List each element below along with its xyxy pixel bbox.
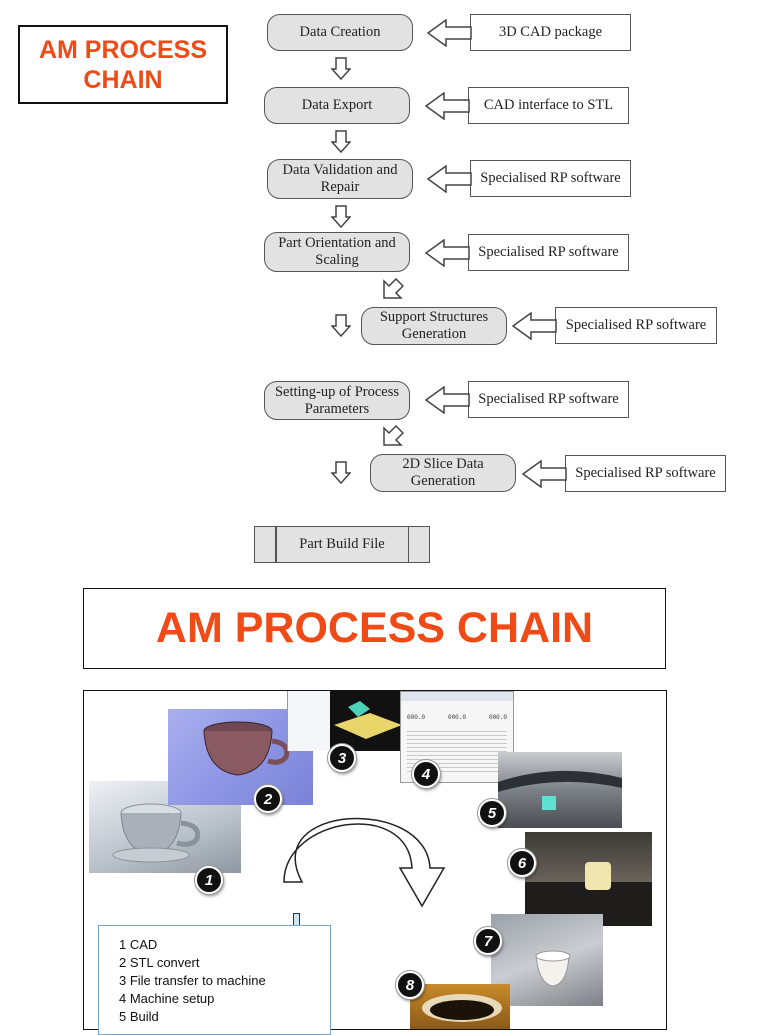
build-machine-image <box>498 752 622 828</box>
left-arrow-icon <box>424 386 470 414</box>
down-arrow-icon <box>331 205 351 229</box>
left-arrow-icon <box>521 460 567 488</box>
flow-node-label: Setting-up of Process Parameters <box>274 383 400 417</box>
flow-node-data-creation: Data Creation <box>267 14 413 51</box>
screen-viewport <box>330 691 403 751</box>
flow-node-part-orientation: Part Orientation and Scaling <box>264 232 410 272</box>
flow-node-data-export: Data Export <box>264 87 410 124</box>
flow-source-rp-software: Specialised RP software <box>470 160 631 197</box>
flow-source-label: Specialised RP software <box>565 317 707 333</box>
diagonal-arrow-icon <box>383 424 404 446</box>
flow-node-label: Part Orientation and Scaling <box>278 235 396 268</box>
flow-node-label: Support Structures Generation <box>379 309 489 342</box>
flow-node-label: Data Export <box>301 97 373 113</box>
flow-source-rp-software: Specialised RP software <box>565 455 726 492</box>
step-badge-8: 8 <box>396 971 424 999</box>
flow-source-rp-software: Specialised RP software <box>555 307 717 344</box>
down-arrow-icon <box>331 57 351 81</box>
step-badge-7: 7 <box>474 927 502 955</box>
legend-textbox[interactable]: 1 CAD 2 STL convert 3 File transfer to m… <box>98 925 331 1035</box>
toolbar <box>401 692 513 701</box>
legend-item: 3 File transfer to machine <box>119 973 266 988</box>
process-curved-arrow-icon <box>283 817 446 908</box>
flow-node-slice-data: 2D Slice Data Generation <box>370 454 516 492</box>
title-small-line-2: CHAIN <box>83 65 163 94</box>
stl-cup-image <box>168 709 313 805</box>
flow-source-label: 3D CAD package <box>498 24 603 40</box>
title-small-line-1: AM PROCESS <box>38 35 208 64</box>
flow-source-label: Specialised RP software <box>478 244 619 260</box>
coffee-cup-image <box>410 984 510 1029</box>
flow-node-support-structures: Support Structures Generation <box>361 307 507 345</box>
cup-icon <box>112 803 201 863</box>
plate-icon <box>334 701 402 739</box>
flow-source-label: Specialised RP software <box>478 391 619 407</box>
down-arrow-icon <box>331 130 351 154</box>
step-badge-4: 4 <box>412 760 440 788</box>
mesh-cup-icon <box>203 721 290 776</box>
flow-node-label: 2D Slice Data Generation <box>402 456 484 489</box>
flow-source-rp-software: Specialised RP software <box>468 234 629 271</box>
file-transfer-screen-image <box>287 691 403 751</box>
cup-icon <box>535 950 571 987</box>
title-box-small: AM PROCESS CHAIN <box>18 25 228 104</box>
legend-item: 2 STL convert <box>119 955 200 970</box>
step-badge-5: 5 <box>478 799 506 827</box>
flow-node-part-build-file: Part Build File <box>254 526 430 563</box>
flow-node-label: Part Build File <box>299 536 385 552</box>
flow-source-label: CAD interface to STL <box>483 97 614 113</box>
legend-item: 1 CAD <box>119 937 158 952</box>
flow-source-cad-package: 3D CAD package <box>470 14 631 51</box>
settings-row: 000.0 000.0 000.0 <box>407 714 507 721</box>
part-on-platform-image <box>525 832 652 926</box>
title-box-large: AM PROCESS CHAIN <box>83 588 666 669</box>
cleaned-cup-image <box>491 914 603 1006</box>
flow-source-label: Specialised RP software <box>480 170 621 186</box>
platform-icon <box>525 862 652 926</box>
left-arrow-icon <box>426 19 472 47</box>
title-large: AM PROCESS CHAIN <box>155 604 594 652</box>
flow-node-process-parameters: Setting-up of Process Parameters <box>264 381 410 420</box>
coffee-cup-icon <box>422 994 502 1022</box>
down-arrow-icon <box>331 314 351 338</box>
down-arrow-icon <box>331 461 351 485</box>
flow-node-label: Data Validation and Repair <box>282 162 398 195</box>
step-badge-6: 6 <box>508 849 536 877</box>
flow-source-label: Specialised RP software <box>575 465 716 481</box>
setting-value: 000.0 <box>407 714 426 721</box>
left-arrow-icon <box>511 312 557 340</box>
step-badge-2: 2 <box>254 785 282 813</box>
build-chamber-icon <box>498 770 622 810</box>
flow-node-data-validation: Data Validation and Repair <box>267 159 413 199</box>
legend-item: 4 Machine setup <box>119 991 215 1006</box>
diagonal-arrow-icon <box>383 277 404 299</box>
flow-source-stl-interface: CAD interface to STL <box>468 87 629 124</box>
setting-value: 000.0 <box>447 714 466 721</box>
left-arrow-icon <box>426 165 472 193</box>
setting-value: 000.0 <box>488 714 507 721</box>
left-arrow-icon <box>424 239 470 267</box>
flow-source-rp-software: Specialised RP software <box>468 381 629 418</box>
flow-node-label: Data Creation <box>299 24 381 40</box>
left-arrow-icon <box>424 92 470 120</box>
legend-item: 5 Build <box>119 1009 159 1024</box>
screen-sidebar <box>288 691 331 751</box>
step-badge-1: 1 <box>195 866 223 894</box>
step-badge-3: 3 <box>328 744 356 772</box>
